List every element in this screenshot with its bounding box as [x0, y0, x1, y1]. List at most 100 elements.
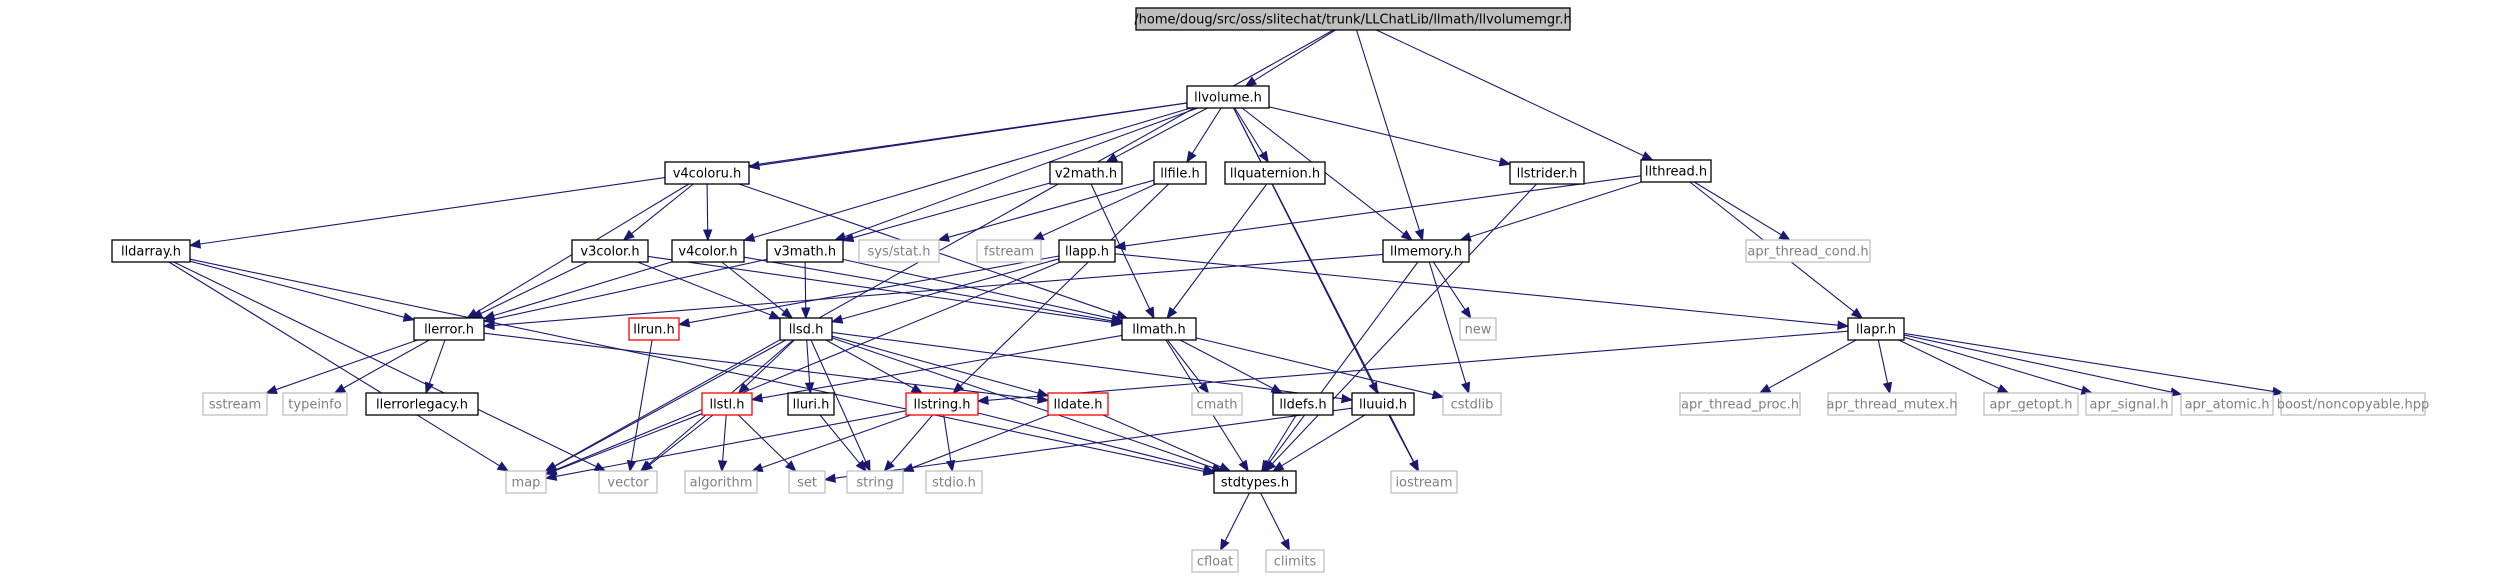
node-stdtypes[interactable]: stdtypes.h	[1213, 470, 1297, 494]
node-box	[684, 470, 758, 494]
node-box	[671, 239, 745, 263]
node-box	[1135, 7, 1571, 31]
edge-llmemory-to-stdtypes	[1262, 261, 1419, 473]
node-label: apr_signal.h	[2090, 398, 2169, 413]
node-layer: /home/doug/src/oss/slitechat/trunk/LLCha…	[111, 7, 2429, 573]
node-llmath[interactable]: llmath.h	[1121, 317, 1197, 341]
edge-lldarray-to-stdtypes	[189, 258, 1216, 476]
node-box	[1390, 470, 1458, 494]
node-label: v4coloru.h	[673, 167, 742, 182]
node-v3math[interactable]: v3math.h	[766, 239, 844, 263]
edge-v2math-to-llmath	[1090, 183, 1155, 320]
node-label: llerror.h	[424, 323, 474, 338]
node-box	[858, 239, 940, 263]
node-aprthreadmutex: apr_thread_mutex.h	[1826, 392, 1958, 416]
node-label: apr_thread_proc.h	[1681, 398, 1799, 413]
edge-lldefs-to-stdtypes	[1261, 414, 1297, 473]
node-v4color[interactable]: v4color.h	[671, 239, 745, 263]
node-box	[598, 470, 658, 494]
node-label: lldefs.h	[1279, 398, 1326, 413]
edge-llthread-to-llapp	[1113, 175, 1642, 251]
node-label: iostream	[1395, 476, 1452, 491]
edge-lldate-to-stdtypes	[1102, 414, 1232, 472]
node-label: llapr.h	[1856, 323, 1896, 338]
edge-llstring-to-string	[883, 414, 934, 473]
node-label: /home/doug/src/oss/slitechat/trunk/LLCha…	[1134, 13, 1571, 28]
node-box	[1153, 161, 1207, 185]
edge-llsd-to-lluri	[804, 339, 815, 395]
edge-llvolume-to-llstrider	[1268, 106, 1512, 167]
node-root[interactable]: /home/doug/src/oss/slitechat/trunk/LLCha…	[1134, 7, 1572, 31]
node-v2math[interactable]: v2math.h	[1049, 161, 1123, 185]
node-llerror[interactable]: llerror.h	[413, 317, 485, 341]
node-llapr[interactable]: llapr.h	[1847, 317, 1905, 341]
node-label: llrun.h	[633, 323, 674, 338]
edge-llapr-to-boostnoncopyable	[1903, 332, 2285, 397]
node-llluuid[interactable]: lluuid.h	[1351, 392, 1415, 416]
node-lldarray[interactable]: lldarray.h	[111, 239, 191, 263]
node-box	[1224, 161, 1326, 185]
node-llapp[interactable]: llapp.h	[1058, 239, 1116, 263]
node-box	[1049, 161, 1123, 185]
edge-llmemory-to-llerror	[482, 253, 1384, 331]
node-box	[1745, 239, 1871, 263]
node-box	[505, 470, 547, 494]
edge-llvolume-to-llfile	[1186, 107, 1222, 164]
node-llrun[interactable]: llrun.h	[628, 317, 680, 341]
edge-llmath-to-cstdlib	[1195, 337, 1445, 400]
edge-llfile-to-sysstat	[937, 179, 1155, 242]
edge-llapr-to-aprgetopt	[1898, 339, 2010, 394]
node-llstring[interactable]: llstring.h	[905, 392, 979, 416]
node-v4coloru[interactable]: v4coloru.h	[664, 161, 750, 185]
node-label: apr_thread_cond.h	[1747, 245, 1868, 260]
node-llthread[interactable]: llthread.h	[1640, 159, 1712, 183]
node-llsd[interactable]: llsd.h	[779, 317, 833, 341]
node-box	[1191, 392, 1243, 416]
node-vector: vector	[598, 470, 658, 494]
node-fstream: fstream	[976, 239, 1042, 263]
edge-lldarray-to-llerror	[189, 260, 416, 322]
node-label: cfloat	[1197, 555, 1233, 570]
node-boostnoncopyable: boost/noncopyable.hpp	[2277, 392, 2429, 416]
node-stdio: stdio.h	[925, 470, 983, 494]
node-box	[365, 392, 479, 416]
node-label: fstream	[984, 245, 1034, 260]
node-box	[1191, 549, 1239, 573]
node-string: string	[846, 470, 904, 494]
node-lldefs[interactable]: lldefs.h	[1272, 392, 1334, 416]
edge-llmath-to-lldefs	[1179, 339, 1284, 394]
node-llmemory[interactable]: llmemory.h	[1382, 239, 1470, 263]
edge-llapp-to-llrun	[677, 255, 1060, 328]
node-box	[787, 392, 835, 416]
node-llvolume[interactable]: llvolume.h	[1186, 85, 1270, 109]
node-llstl[interactable]: llstl.h	[701, 392, 753, 416]
node-label: set	[797, 476, 817, 491]
node-v3color[interactable]: v3color.h	[571, 239, 649, 263]
node-llstrider[interactable]: llstrider.h	[1509, 161, 1585, 185]
node-sstream: sstream	[202, 392, 268, 416]
node-label: algorithm	[690, 476, 753, 491]
edge-llmemory-to-cstdlib	[1428, 261, 1471, 395]
node-box	[1382, 239, 1470, 263]
node-box	[1983, 392, 2079, 416]
node-label: cmath	[1196, 398, 1237, 413]
node-label: sstream	[209, 398, 261, 413]
node-box	[1351, 392, 1415, 416]
node-box	[1047, 392, 1109, 416]
node-lldate[interactable]: lldate.h	[1047, 392, 1109, 416]
node-label: map	[512, 476, 541, 491]
node-cmath: cmath	[1191, 392, 1243, 416]
node-llerrorlegacy[interactable]: llerrorlegacy.h	[365, 392, 479, 416]
node-aprgetopt: apr_getopt.h	[1983, 392, 2079, 416]
node-lluri[interactable]: lluri.h	[787, 392, 835, 416]
node-llquaternion[interactable]: llquaternion.h	[1224, 161, 1326, 185]
node-label: llsd.h	[789, 323, 824, 338]
edge-llerror-to-sstream	[265, 339, 418, 395]
edge-v3math-to-llmath	[842, 258, 1124, 324]
node-label: lluri.h	[793, 398, 830, 413]
edge-v4coloru-to-v3color	[622, 183, 694, 241]
edge-llstl-to-set	[737, 414, 797, 472]
node-box	[788, 470, 826, 494]
edge-llsd-to-llstl	[737, 339, 795, 394]
node-llfile[interactable]: llfile.h	[1153, 161, 1207, 185]
